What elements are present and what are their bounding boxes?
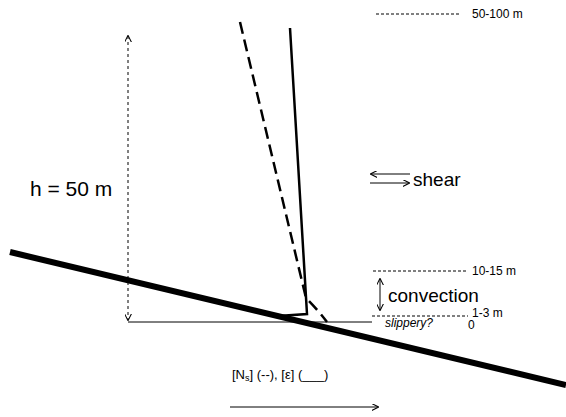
- ns-profile: [240, 22, 327, 322]
- baseline: [128, 322, 372, 323]
- note-label: slippery?: [384, 317, 434, 329]
- level-label: 10-15 m: [472, 265, 516, 277]
- height-label: h = 50 m: [30, 178, 112, 199]
- level-label: 1-3 m: [472, 307, 503, 319]
- level-label: 0: [468, 319, 475, 331]
- epsilon-profile: [278, 28, 307, 316]
- axis-label: ] (--), [ε] (___): [250, 368, 329, 381]
- slope-line: [10, 252, 566, 385]
- process-label: convection: [388, 286, 479, 305]
- axis-label: [N: [232, 368, 245, 381]
- level-line: [373, 271, 466, 272]
- level-line: [376, 14, 460, 15]
- height-arrow: [128, 36, 129, 320]
- shear-arrow: [371, 174, 410, 175]
- shear-label: shear: [413, 170, 461, 189]
- level-label: 50-100 m: [472, 8, 523, 20]
- convection-arrow: [380, 279, 381, 310]
- shear-arrow: [370, 183, 409, 184]
- subscript: s: [245, 374, 250, 383]
- axis-arrow: [230, 407, 378, 408]
